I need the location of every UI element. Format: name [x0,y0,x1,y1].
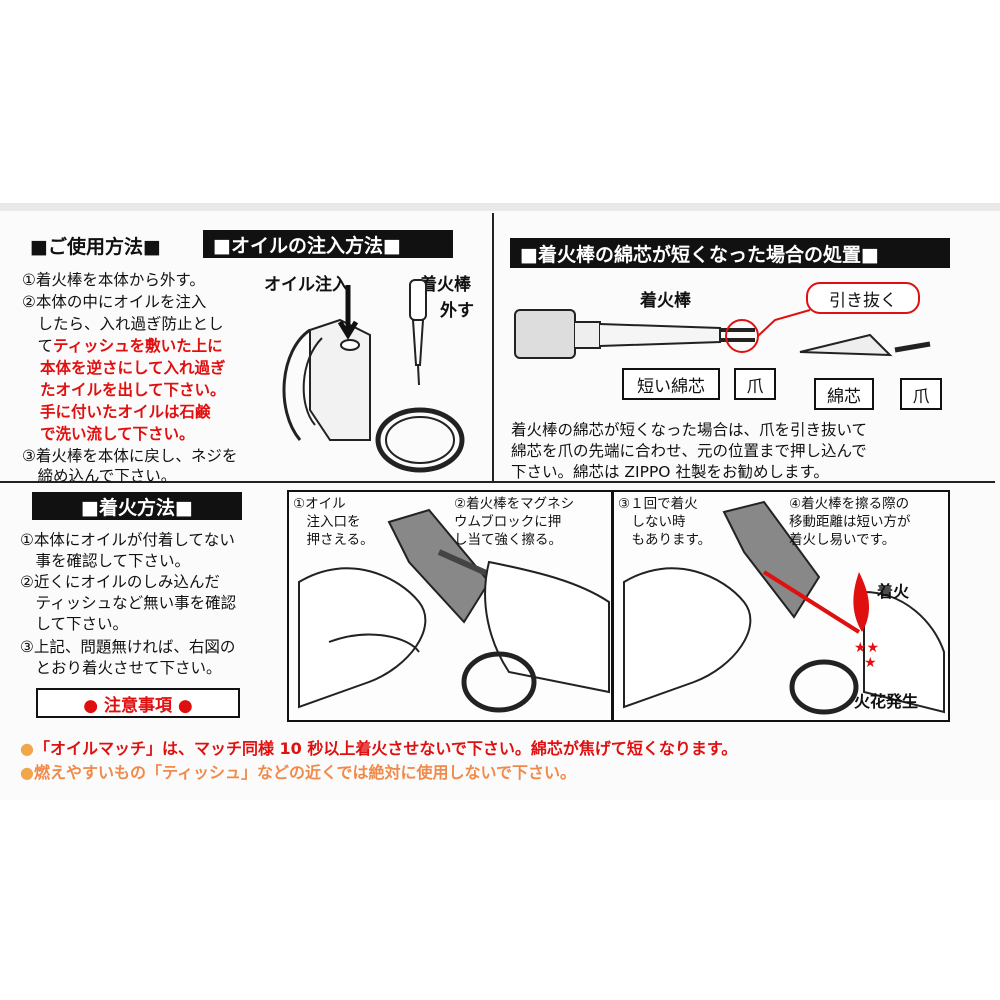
claw-box-1: 爪 [734,368,776,400]
panel2-note-3b: しない時 [618,514,686,530]
usage-step-2a: ②本体の中にオイルを注入 [22,293,207,311]
divider-horizontal [0,481,995,483]
usage-step-3b: 締め込んで下さい。 [22,467,177,485]
usage-step-2b: したら、入れ過ぎ防止とし [22,315,224,333]
panel1-note-1a: ①オイル [293,496,346,512]
ignite-step-2b: ティッシュなど無い事を確認 [20,594,237,612]
panel2-note-3c: もあります。 [618,532,712,548]
usage-step-3a: ③着火棒を本体に戻し、ネジを [22,447,238,465]
caution-line-1: ●「オイルマッチ」は、マッチ同様 10 秒以上着火させないで下さい。綿芯が焦げて… [20,739,738,758]
caution-title: ● 注意事項 ● [36,688,240,718]
usage-step-1: ①着火棒を本体から外す。 [22,271,205,289]
wick-desc-2: 綿芯を爪の先端に合わせ、元の位置まで押し込んで [511,442,867,460]
usage-step-2c: てティッシュを敷いた上に [22,337,223,355]
usage-warning-5: で洗い流して下さい。 [40,425,195,443]
remove-label: 外す [440,301,474,321]
panel1-note-2b: ウムブロックに押 [454,514,562,530]
ignition-tag: ■着火方法■ [32,492,242,520]
ignite-step-3a: ③上記、問題無ければ、右図の [20,638,236,656]
ignition-rod-illustration [514,309,931,359]
caution-line-2: ●燃えやすいもの「ティッシュ」などの近くでは絶対に使用しないで下さい。 [20,763,577,782]
lighter-body-illustration [282,279,465,473]
caution-bullet-1: ● [20,739,34,758]
card-top-edge [0,203,1000,211]
spark-label: 火花発生 [854,692,919,711]
ignite-step-1b: 事を確認して下さい。 [20,552,191,570]
rod-label: 着火棒 [420,275,471,295]
divider-vertical-top [492,213,494,481]
panel2-note-3a: ③１回で着火 [618,496,698,512]
panel2-note-4c: 着火し易いです。 [789,532,896,548]
panel1-note-2a: ②着火棒をマグネシ [454,496,575,512]
wick-tag: ■着火棒の綿芯が短くなった場合の処置■ [510,238,950,268]
panel1-note-1c: 押さえる。 [293,532,374,548]
oil-injection-tag: ■オイルの注入方法■ [203,230,453,258]
ignite-step-3b: とおり着火させて下さい。 [20,659,222,677]
usage-title: ■ご使用方法■ [30,236,161,258]
usage-warning-2: 本体を逆さにして入れ過ぎ [40,359,226,377]
ignite-step-2a: ②近くにオイルのしみ込んだ [20,573,220,591]
usage-warning-4: 手に付いたオイルは石鹸 [40,403,211,421]
usage-warning-tissue: ティッシュを敷いた上に [53,337,223,355]
fire-label: 着火 [877,582,910,601]
ignition-panel-2: ★★ ★ ③１回で着火 しない時 もあります。 ④着火棒を擦る際の 移動距離は短… [612,490,950,722]
svg-text:★★: ★★ [854,640,879,656]
svg-text:★: ★ [864,655,877,671]
ignite-step-2c: して下さい。 [20,615,129,633]
oil-inject-label: オイル注入 [264,275,349,295]
short-wick-box: 短い綿芯 [622,368,720,400]
hand-press-illustration [298,508,610,713]
claw-box-2: 爪 [900,378,942,410]
panel1-note-1b: 注入口を [293,514,361,530]
panel1-note-2c: し当て強く擦る。 [454,532,562,548]
strike-spark-illustration: ★★ ★ [623,500,945,715]
wick-box: 綿芯 [814,378,874,410]
panel2-note-4b: 移動距離は短い方が [789,514,911,530]
wick-rod-label: 着火棒 [640,291,691,311]
pull-out-label: 引き抜く [806,282,920,314]
panel2-note-4a: ④着火棒を擦る際の [789,496,910,512]
wick-desc-1: 着火棒の綿芯が短くなった場合は、爪を引き抜いて [511,421,868,439]
ignition-panel-1: ①オイル 注入口を 押さえる。 ②着火棒をマグネシ ウムブロックに押 し当て強く… [287,490,613,722]
wick-desc-3: 下さい。綿芯は ZIPPO 社製をお勧めします。 [511,463,829,481]
ignite-step-1a: ①本体にオイルが付着してない [20,531,235,549]
caution-bullet-2: ● [20,763,34,782]
usage-warning-3: たオイルを出して下さい。 [40,381,226,399]
